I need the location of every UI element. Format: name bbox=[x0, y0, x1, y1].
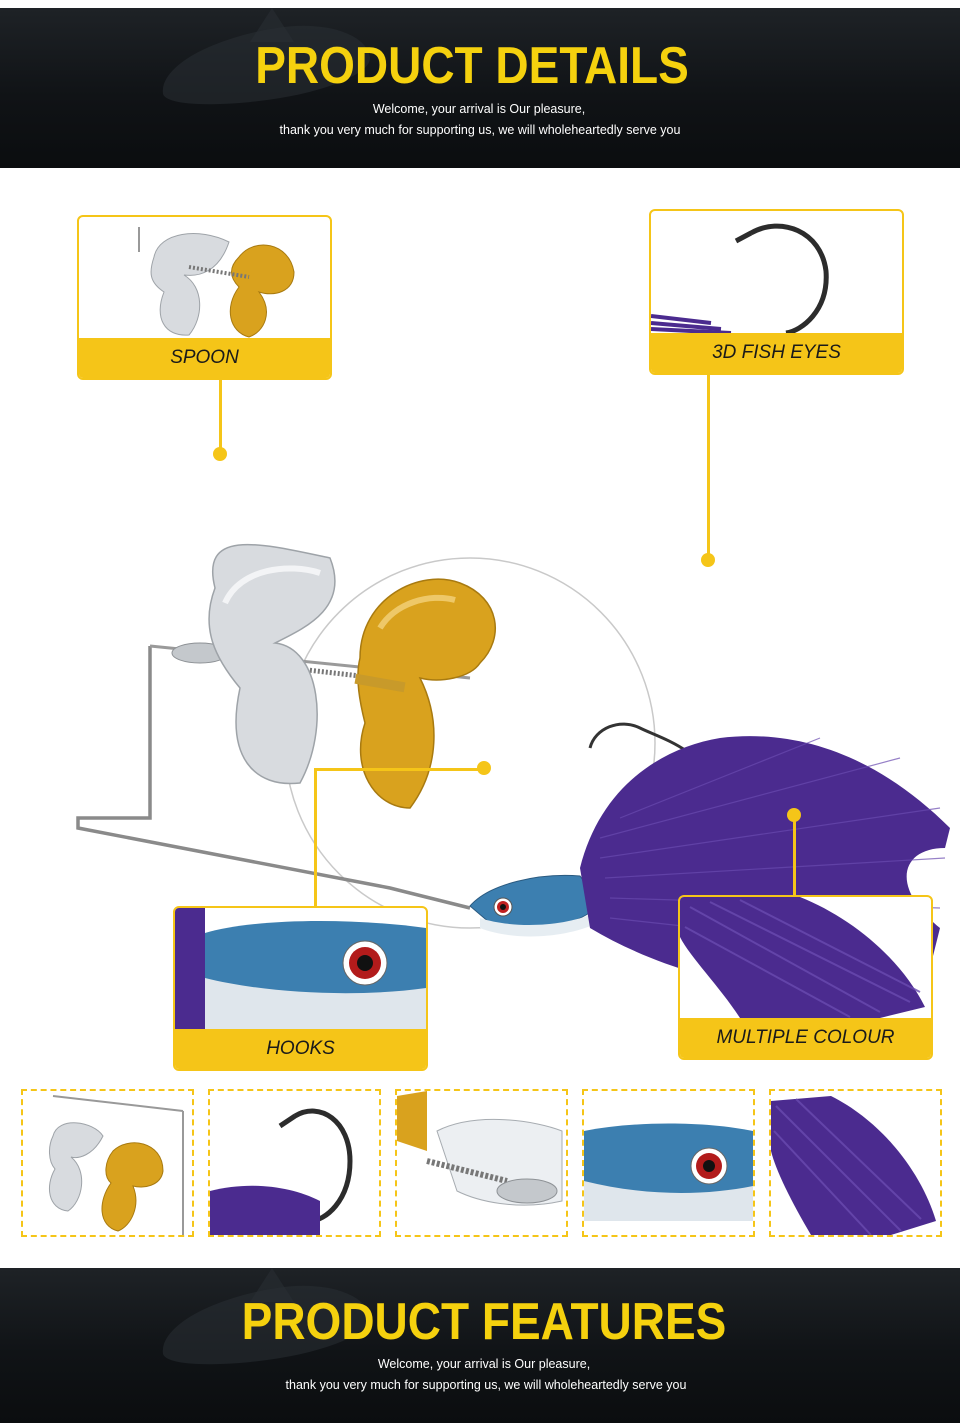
footer-subtitle-line2: thank you very much for supporting us, w… bbox=[285, 1378, 687, 1392]
footer-subtitle-line1: Welcome, your arrival is Our pleasure, bbox=[377, 1357, 591, 1371]
thumbnail-spring-image bbox=[397, 1091, 563, 1206]
thumbnail-spoon[interactable] bbox=[21, 1089, 194, 1237]
thumbnail-skirt[interactable] bbox=[769, 1089, 942, 1237]
thumbnail-skirt-image bbox=[771, 1096, 936, 1235]
thumbnail-hook-image bbox=[210, 1108, 353, 1235]
spoon-connector-dot bbox=[213, 447, 227, 461]
skirt-detail-image bbox=[680, 897, 925, 1018]
spoon-detail-image bbox=[138, 227, 295, 338]
header-subtitle-line1: Welcome, your arrival is Our pleasure, bbox=[372, 102, 586, 116]
colour-connector-line bbox=[793, 816, 796, 896]
callout-3d-fish-eyes: 3D FISH EYES bbox=[649, 209, 904, 375]
eyes-connector-line bbox=[707, 374, 710, 562]
thumbnail-spring[interactable] bbox=[395, 1089, 568, 1237]
thumbnail-head[interactable] bbox=[582, 1089, 755, 1237]
hooks-connector-dot bbox=[477, 761, 491, 775]
colour-connector-dot bbox=[787, 808, 801, 822]
hooks-connector-vertical bbox=[314, 768, 317, 908]
thumbnail-spoon-image bbox=[48, 1095, 184, 1235]
lure-head-detail-image bbox=[175, 908, 426, 1029]
header-subtitle-line2: thank you very much for supporting us, w… bbox=[279, 123, 681, 137]
multiple-colour-label: MULTIPLE COLOUR bbox=[680, 1018, 931, 1058]
spoon-connector-line bbox=[219, 378, 222, 456]
hook-detail-image bbox=[651, 223, 829, 333]
callout-spoon: SPOON bbox=[77, 215, 332, 380]
fish-eyes-label: 3D FISH EYES bbox=[651, 333, 902, 373]
footer-title: PRODUCT FEATURES bbox=[241, 1291, 727, 1351]
lure-diagram: SPOON 3D FISH EYES HOOKS bbox=[0, 168, 960, 1268]
header-banner: PRODUCT DETAILS Welcome, your arrival is… bbox=[0, 8, 960, 168]
spoon-label: SPOON bbox=[79, 338, 330, 378]
footer-banner: PRODUCT FEATURES Welcome, your arrival i… bbox=[0, 1268, 960, 1423]
eyes-connector-dot bbox=[701, 553, 715, 567]
hooks-connector-horizontal bbox=[314, 768, 484, 771]
callout-multiple-colour: MULTIPLE COLOUR bbox=[678, 895, 933, 1060]
callout-hooks: HOOKS bbox=[173, 906, 428, 1071]
hooks-label: HOOKS bbox=[175, 1029, 426, 1069]
header-title: PRODUCT DETAILS bbox=[255, 35, 689, 95]
thumbnail-hook[interactable] bbox=[208, 1089, 381, 1237]
thumbnail-head-image bbox=[584, 1123, 753, 1221]
